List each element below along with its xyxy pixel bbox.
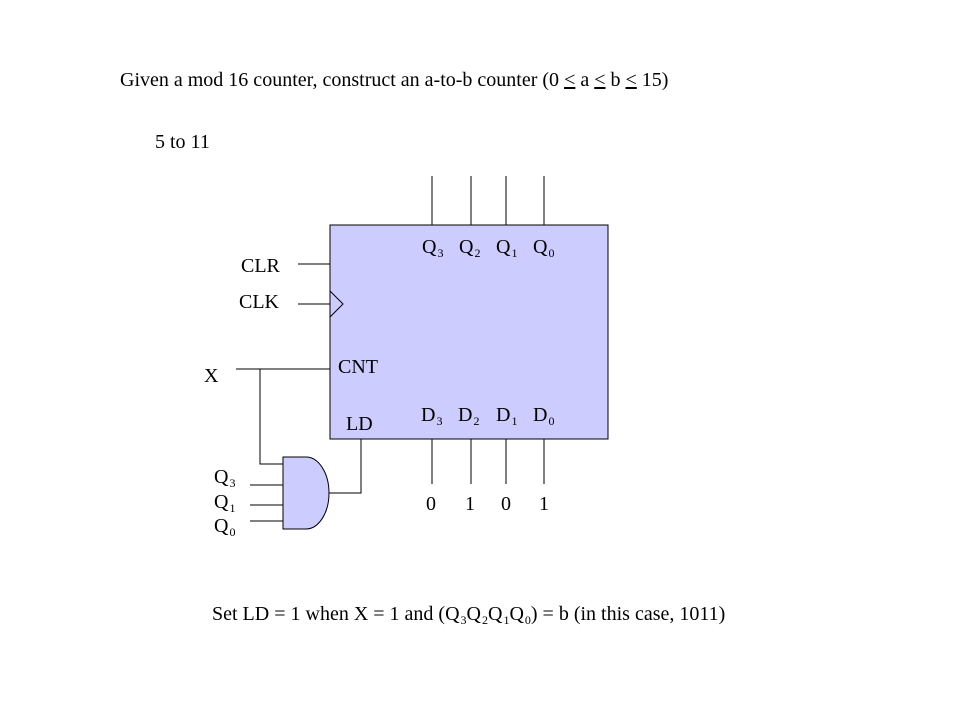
ld-label: LD (346, 413, 373, 435)
x-to-gate-wire (259, 369, 283, 465)
d0-label: D0 (533, 404, 555, 428)
gate-input-q1-label: Q1 (214, 491, 236, 515)
q3-label: Q3 (422, 236, 444, 260)
load-bit-d0: 1 (539, 493, 549, 515)
le-symbol-2: < (594, 69, 606, 91)
load-bit-d1: 0 (501, 493, 511, 515)
d3-label: D3 (421, 404, 443, 428)
le-symbol-3: < (625, 69, 637, 91)
title-text-2: a (575, 69, 595, 91)
and-gate (282, 456, 330, 530)
d1-label: D1 (496, 404, 518, 428)
clock-edge-triangle (329, 290, 344, 318)
clr-label: CLR (241, 255, 280, 277)
d2-label: D2 (458, 404, 480, 428)
title-text-4: 15) (636, 69, 669, 91)
q2-label: Q2 (459, 236, 481, 260)
clk-label: CLK (239, 291, 279, 313)
q0-label: Q0 (533, 236, 555, 260)
x-label: X (204, 365, 219, 387)
gate-input-q0-label: Q0 (214, 515, 236, 539)
load-bit-d2: 1 (465, 493, 475, 515)
title-text-1: Given a mod 16 counter, construct an a-t… (120, 69, 565, 91)
range-subtitle: 5 to 11 (155, 131, 210, 153)
title-text-3: b (605, 69, 626, 91)
gate-to-ld-wire (329, 439, 362, 494)
counter-block (329, 224, 609, 440)
load-bit-d3: 0 (426, 493, 436, 515)
le-symbol-1: < (564, 69, 576, 91)
title: Given a mod 16 counter, construct an a-t… (120, 70, 668, 90)
q1-label: Q1 (496, 236, 518, 260)
caption: Set LD = 1 when X = 1 and (Q3Q2Q1Q0) = b… (212, 603, 726, 627)
cnt-label: CNT (338, 356, 378, 378)
gate-input-q3-label: Q3 (214, 466, 236, 490)
